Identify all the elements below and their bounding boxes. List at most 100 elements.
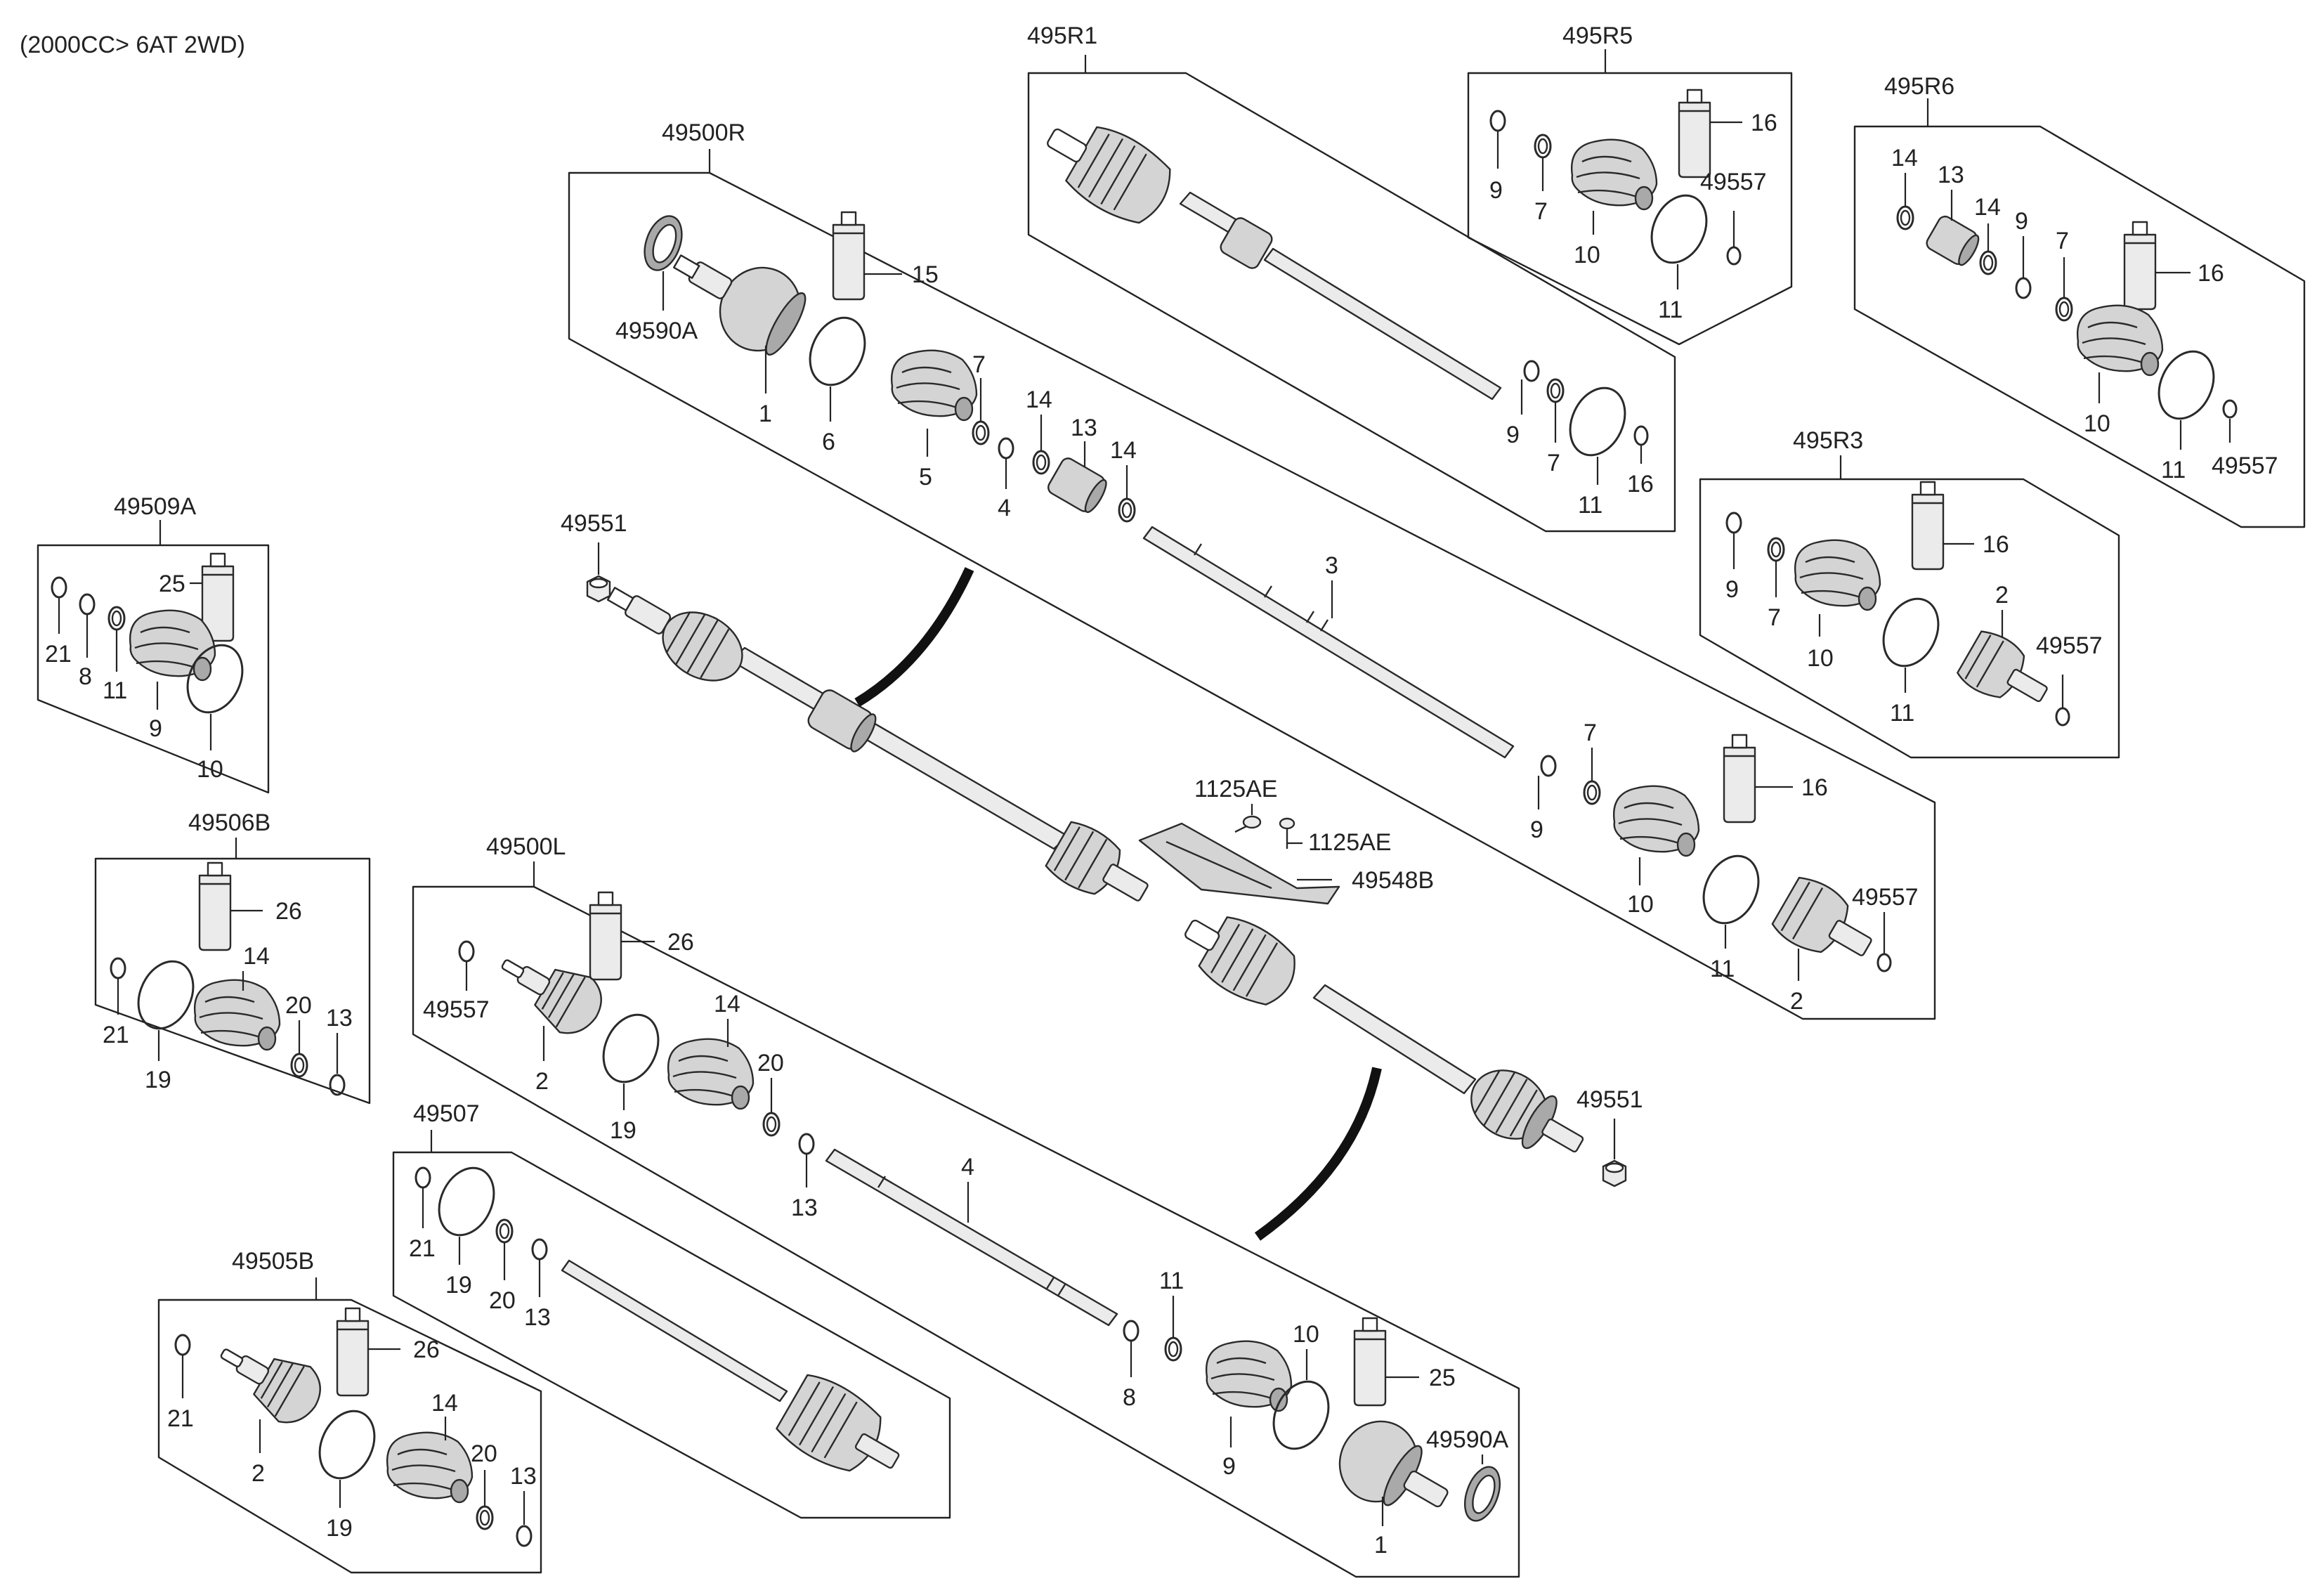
label-r5-11: 11 [1658,297,1683,323]
clamp-r5-7 [1534,134,1552,159]
label-a9-9: 9 [149,715,162,742]
frame-49509A [37,520,270,794]
clamp-r6-14a [1896,205,1914,230]
circlip-L-49557 [458,940,475,963]
clamp-r6-14b [1979,250,1997,275]
group-title-49500L: 49500L [486,833,566,860]
label-r3-49557: 49557 [2036,632,2103,659]
label-L-10: 10 [1293,1321,1319,1348]
label-L-26: 26 [667,929,694,956]
label-R-6: 6 [822,429,835,455]
frame-495R1 [1027,55,1676,533]
label-r3-11: 11 [1890,700,1914,727]
label-L-11: 11 [1159,1268,1184,1294]
label-L-8: 8 [1123,1384,1136,1411]
label-3: 3 [1325,552,1338,579]
label-r6-7: 7 [2056,228,2069,254]
ring-R-6 [798,307,877,396]
label-L-25: 25 [1429,1365,1456,1391]
label-r5-10: 10 [1574,242,1600,268]
label-R-5: 5 [919,464,932,490]
boot-R-10 [1612,785,1700,857]
tone-ring-L-49590A [1464,1466,1501,1522]
intermediate-shaft-3 [1142,526,1515,759]
clamp-a9-11 [107,606,126,631]
ring-b6-19 [126,951,205,1039]
circlip-r6-9 [2015,277,2032,299]
shaft-495R1 [1047,126,1502,401]
label-s7-13: 13 [524,1304,551,1331]
heat-shield-bracket [1138,822,1340,905]
label-L-1: 1 [1374,1532,1388,1558]
label-b5-2: 2 [252,1460,265,1487]
label-r6-9: 9 [2015,208,2028,235]
group-title-495R5: 495R5 [1562,22,1633,49]
circlip-R-4 [998,437,1014,460]
label-a9-10: 10 [197,756,223,783]
ring-R-11 [1692,845,1770,934]
circlip-r6-49557 [2222,399,2238,419]
bolt-1125AE-a [1234,815,1262,833]
ring-b5-19 [308,1400,386,1489]
label-L-20: 20 [757,1050,784,1076]
label-r1-7: 7 [1547,450,1560,476]
grease-r5-16 [1678,89,1711,178]
group-title-495R3: 495R3 [1793,427,1863,454]
circlip-R-9 [1540,755,1557,777]
circlip-L-13 [798,1133,815,1155]
label-4: 4 [961,1154,974,1180]
circlip-a9-21 [51,576,67,599]
label-r1-9: 9 [1506,422,1520,448]
grease-L-26 [589,891,622,981]
label-r1-16: 16 [1627,471,1654,497]
label-b6-19: 19 [145,1067,171,1093]
label-a9-25: 25 [159,571,185,597]
label-R-4: 4 [998,495,1011,521]
frame-49500R [568,149,1936,1020]
group-title-49509A: 49509A [114,493,197,520]
damper-R-13 [1047,457,1107,514]
label-1125AE-a: 1125AE [1194,776,1277,802]
ring-r3-11 [1872,588,1950,677]
label-r5-9: 9 [1489,177,1503,204]
label-L-49590A: 49590A [1426,1426,1509,1453]
outer-joint-L-1 [1338,1420,1449,1508]
damper-r6-13 [1926,215,1980,266]
label-R-7a: 7 [972,351,986,378]
clamp-b5-20 [476,1505,494,1530]
label-r5-16: 16 [1751,110,1777,136]
boot-r6-10 [2076,304,2164,377]
label-49551-top: 49551 [561,510,627,537]
hub-nut-49551-top [586,575,611,603]
label-r3-16: 16 [1983,531,2009,558]
label-r6-11: 11 [2161,457,2186,483]
label-r6-16: 16 [2198,260,2224,287]
label-b6-20: 20 [285,992,312,1019]
label-R-16: 16 [1801,774,1828,801]
boot-L-9 [1205,1340,1293,1412]
boot-a9-9 [129,609,216,682]
label-b6-14: 14 [243,943,270,970]
clamp-b6-20 [290,1053,308,1078]
label-b5-14: 14 [431,1390,458,1417]
label-b6-26: 26 [275,898,302,925]
bolt-1125AE-b [1279,817,1295,849]
boot-R-5 [890,349,978,422]
label-R-49590A: 49590A [615,318,698,344]
clamp-R-14b [1118,497,1136,523]
tone-ring-R-49590A [644,215,683,271]
label-49551-bottom: 49551 [1576,1086,1643,1113]
grease-R-15 [832,211,866,301]
label-49548B: 49548B [1352,867,1434,894]
group-title-49506B: 49506B [188,809,270,836]
group-title-495R1: 495R1 [1027,22,1097,49]
frame-495R6 [1853,98,2306,528]
outer-joint-R-1 [673,254,807,356]
part-labels: 49551 49551 1125AE 1125AE 49548B 3 4 9 7… [45,110,2278,1558]
clamp-R-14a [1032,450,1050,475]
label-r3-10: 10 [1807,645,1834,672]
label-R-2: 2 [1790,988,1803,1015]
frame-49505B [157,1277,542,1574]
label-s7-21: 21 [409,1235,436,1262]
circlip-s7-21 [414,1166,431,1189]
